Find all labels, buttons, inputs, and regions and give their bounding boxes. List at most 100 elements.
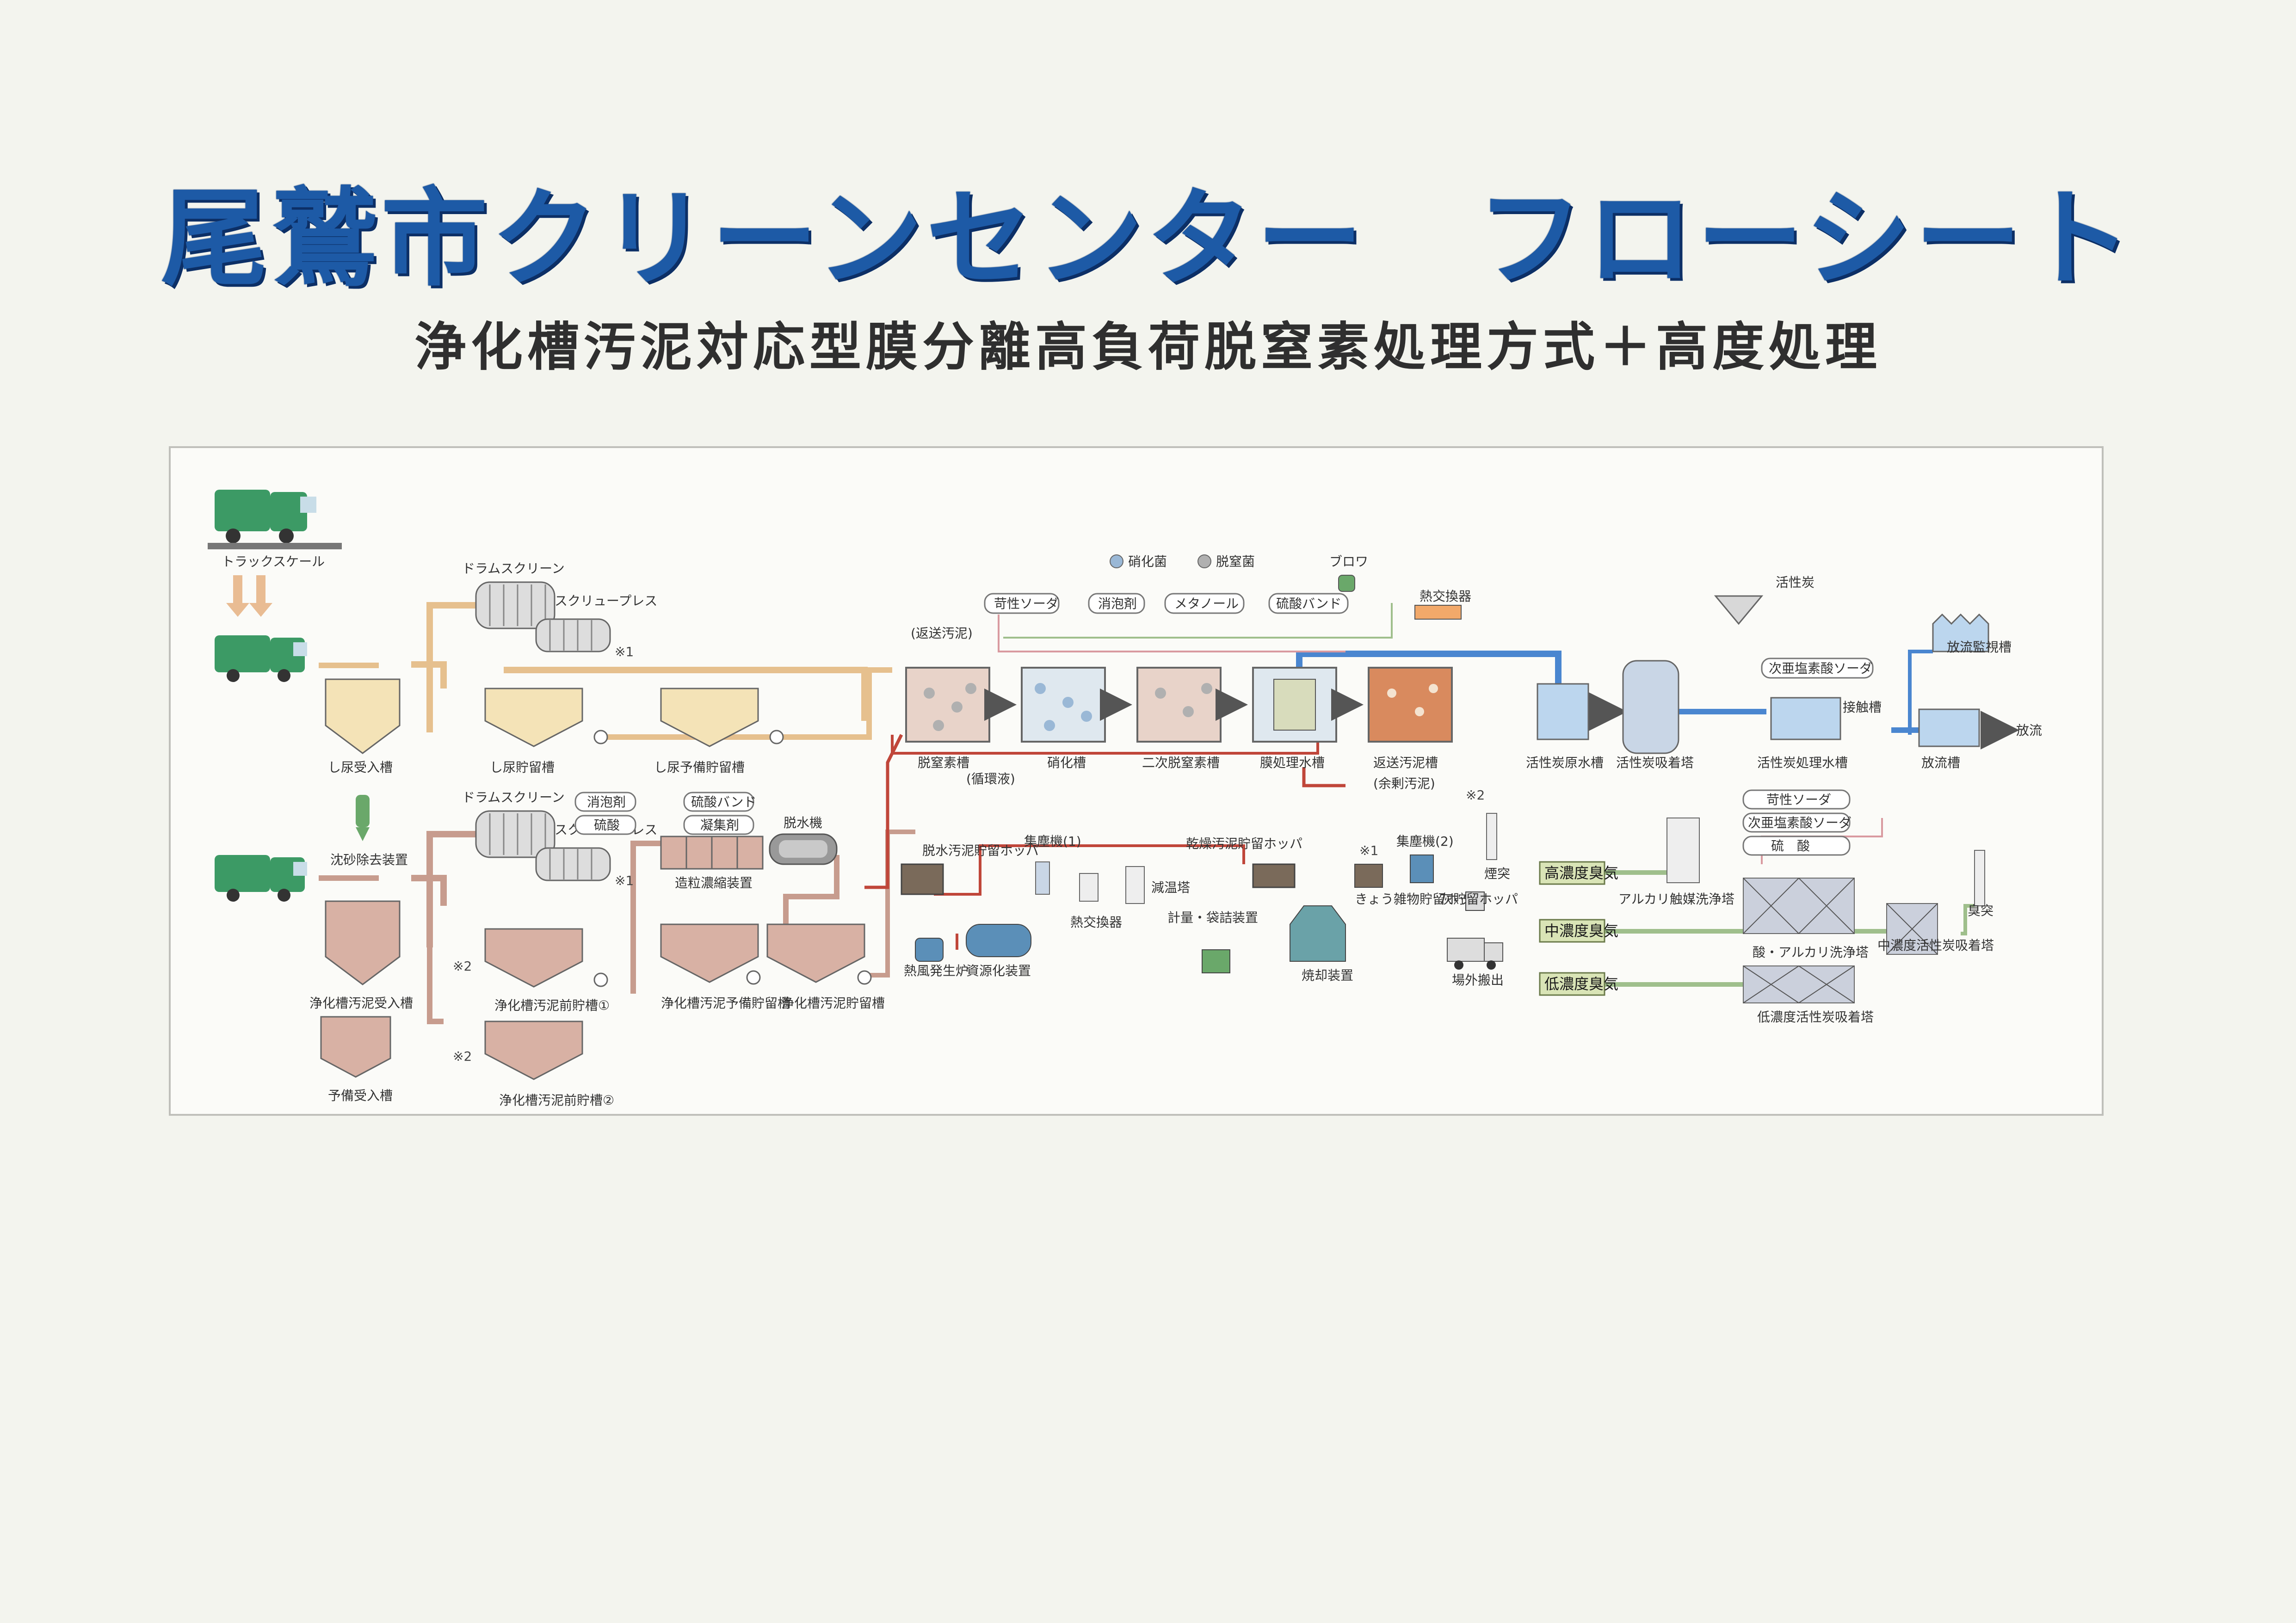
pipe-red-dewatered: [864, 734, 903, 889]
mid-carbon-tower-label: 中濃度活性炭吸着塔: [1877, 938, 1994, 953]
flow-diagram: トラックスケール し尿受入槽 ドラムスクリーン スクリュープレス ※1: [169, 446, 2104, 1116]
shinyo-reserve-label: し尿予備貯留槽: [654, 760, 745, 775]
pipe-shinyo-to-screen: [426, 602, 476, 732]
bacteria-legend: 硝化菌 脱窒菌: [1110, 554, 1255, 569]
dust-collector-1-label: 集塵機(1): [1024, 834, 1081, 849]
septic-sludge-reserve-tank: 浄化槽汚泥予備貯留槽: [660, 923, 790, 1011]
sulfuric-a-label: 硫酸: [594, 818, 620, 833]
septic-pre-tank-1: 浄化槽汚泥前貯槽①: [484, 928, 610, 1013]
truck-septic: [215, 855, 307, 902]
heat-exchanger-mid: 熱交換器: [1070, 873, 1122, 930]
septic-sludge-storage-tank: 浄化槽汚泥貯留槽: [766, 923, 885, 1011]
odor-boxes: 高濃度臭気 中濃度臭気 低濃度臭気: [1539, 861, 1618, 996]
pipe-red-excess: [1302, 767, 1346, 787]
dried-sludge-hopper: 乾燥汚泥貯留ホッパ: [1186, 836, 1302, 888]
hot-air-generator: 熱風発生炉: [904, 938, 969, 978]
mark1-b: ※1: [615, 873, 634, 888]
chem-bottom-group: 苛性ソーダ 次亜塩素酸ソーダ 硫 酸: [1742, 789, 1852, 856]
chimney-label: 煙突: [1484, 866, 1510, 881]
pipe-blue-monitor: [1908, 650, 1933, 735]
low-odor-label: 低濃度臭気: [1544, 975, 1618, 993]
chem-left-group: 消泡剤 硫酸 硫酸バンド 凝集剤: [574, 792, 756, 835]
defoamer-a-label: 消泡剤: [587, 794, 626, 810]
raw-water-tank-label: 活性炭原水槽: [1526, 755, 1604, 770]
dust-collector-2-label: 集塵機(2): [1396, 834, 1454, 849]
heat-exchanger-top-label: 熱交換器: [1420, 589, 1471, 604]
return-sludge-top-label: (返送汚泥): [911, 626, 973, 641]
pipe-blue-membrane: [1296, 651, 1562, 693]
discharge-monitor-tank-label: 放流監視槽: [1947, 639, 2012, 655]
nitrifying-bacteria-label: 硝化菌: [1128, 554, 1167, 569]
raw-water-tank: 活性炭原水槽: [1526, 683, 1604, 770]
pipe-gas-chimney: [1961, 904, 1975, 935]
chem-top-group: 苛性ソーダ 消泡剤 メタノール 硫酸バンド: [984, 593, 1349, 614]
pipe-shinyo-main: [411, 661, 447, 689]
alkali-catalyst-tower: アルカリ触媒洗浄塔: [1618, 818, 1734, 907]
dehydrator: 脱水機: [769, 815, 838, 865]
low-carbon-tower-label: 低濃度活性炭吸着塔: [1757, 1009, 1874, 1025]
return-sludge-tank: 返送汚泥槽 (余剰汚泥) ※2: [1368, 667, 1485, 803]
dust-collector-1: 集塵機(1): [1024, 834, 1081, 895]
activated-carbon-hopper: 活性炭: [1714, 575, 1815, 625]
septic-receiving-label: 浄化槽汚泥受入槽: [309, 996, 413, 1011]
granular-thickener: 造粒濃縮装置: [660, 836, 764, 891]
reserve-receiving-tank: 予備受入槽: [320, 1016, 393, 1103]
weigh-bag-label: 計量・袋詰装置: [1167, 910, 1258, 925]
septic-sludge-storage-label: 浄化槽汚泥貯留槽: [781, 996, 885, 1011]
mid-odor-label: 中濃度臭気: [1544, 922, 1618, 940]
odor-chimney-label: 臭突: [1968, 903, 1994, 918]
resource-device: 資源化装置: [966, 924, 1031, 978]
cooling-tower: 減温塔: [1125, 866, 1190, 904]
shinyo-reserve-tank: し尿予備貯留槽: [654, 688, 784, 775]
drum-screen-1-label: ドラムスクリーン: [462, 561, 565, 576]
offsite-truck: 場外搬出: [1447, 938, 1504, 988]
pipe-chem-green: [1003, 603, 1393, 639]
contact-tank-label: 接触槽: [1843, 700, 1882, 715]
pipe-chem-top: [998, 615, 1346, 652]
caustic-soda-top-label: 苛性ソーダ: [994, 596, 1059, 611]
truck-shinyo: [215, 635, 307, 682]
discharge-tank-label: 放流槽: [1921, 755, 1960, 770]
truck-scale-label: トラックスケール: [222, 554, 325, 569]
carbon-adsorption-tower: 活性炭吸着塔: [1616, 660, 1694, 770]
carbon-treated-tank-label: 活性炭処理水槽: [1757, 755, 1848, 770]
acid-alkali-tower: 酸・アルカリ洗浄塔: [1743, 878, 1869, 960]
incinerator-label: 焼却装置: [1302, 968, 1353, 983]
septic-sludge-reserve-label: 浄化槽汚泥予備貯留槽: [661, 996, 790, 1011]
blower: ブロワ: [1329, 554, 1368, 592]
pipe-septic-bottom: [427, 947, 444, 1024]
dehydrator-label: 脱水機: [784, 815, 822, 830]
discharge-tank: 放流槽: [1918, 708, 1980, 770]
coagulant-label: 凝集剤: [700, 818, 739, 833]
mark2-c: ※2: [1466, 787, 1485, 803]
acid-alkali-tower-label: 酸・アルカリ洗浄塔: [1753, 945, 1869, 960]
mark1-c: ※1: [1359, 843, 1378, 858]
drum-screen-2-label: ドラムスクリーン: [462, 790, 565, 805]
mid-carbon-tower: 中濃度活性炭吸着塔: [1877, 903, 1994, 955]
carbon-treated-tank: 活性炭処理水槽 接触槽: [1757, 697, 1882, 770]
odor-chimney: 臭突: [1968, 850, 1994, 918]
ash-hopper-label: 灰貯留ホッパ: [1440, 891, 1518, 907]
nitrification-tank-label: 硝化槽: [1047, 755, 1086, 770]
pipe-to-bio-septic: [869, 830, 915, 977]
activated-carbon-label: 活性炭: [1776, 575, 1815, 590]
contaminant-hopper: きょう雑物貯留ホッパ: [1354, 864, 1484, 907]
heat-exchanger-top: 熱交換器: [1414, 589, 1471, 620]
alkali-catalyst-tower-label: アルカリ触媒洗浄塔: [1618, 891, 1734, 907]
pipe-red-dryer: [934, 844, 1245, 896]
dewatered-hopper: 脱水汚泥貯留ホッパ: [901, 843, 1039, 895]
discharge-label: 放流: [2016, 723, 2042, 738]
hypochlorite-bottom-label: 次亜塩素酸ソーダ: [1748, 815, 1852, 830]
hot-air-generator-label: 熱風発生炉: [904, 963, 969, 978]
page-subtitle: 浄化槽汚泥対応型膜分離高負荷脱窒素処理方式＋高度処理: [414, 317, 1882, 377]
sulfuric-bottom-label: 硫 酸: [1771, 838, 1810, 854]
chimney: 煙突: [1484, 813, 1510, 881]
weigh-bag-device: 計量・袋詰装置: [1167, 910, 1258, 973]
septic-pre-tank-2: 浄化槽汚泥前貯槽②: [484, 1021, 614, 1108]
truck-scale-group: トラックスケール: [208, 490, 342, 569]
membrane-tank-label: 膜処理水槽: [1260, 755, 1325, 770]
dried-sludge-hopper-label: 乾燥汚泥貯留ホッパ: [1186, 836, 1302, 851]
high-odor-label: 高濃度臭気: [1544, 864, 1618, 882]
septic-receiving-tank: 浄化槽汚泥受入槽: [309, 900, 413, 1011]
incinerator: 焼却装置: [1290, 905, 1353, 983]
